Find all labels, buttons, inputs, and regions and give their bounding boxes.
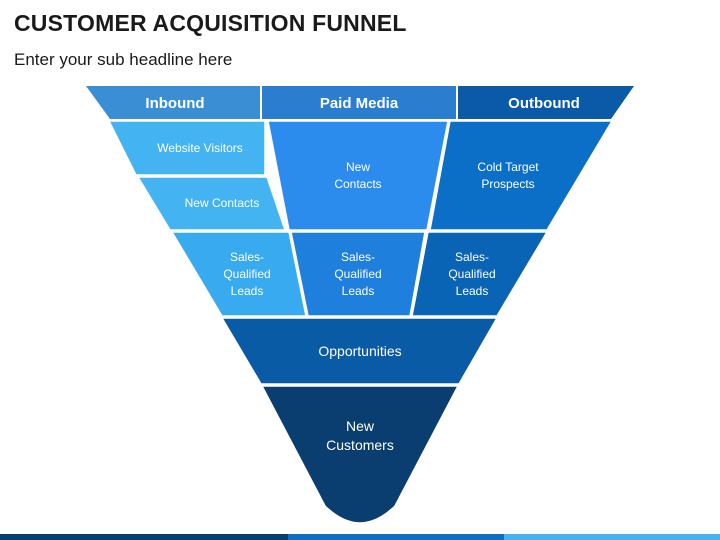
sql-paid-block <box>290 231 426 317</box>
opportunities-label: Opportunities <box>318 343 401 359</box>
sql-outbound-label-2: Qualified <box>448 267 495 281</box>
sql-inbound-label-1: Sales- <box>230 250 264 264</box>
sql-outbound-label-1: Sales- <box>455 250 489 264</box>
cold-target-block <box>429 120 614 231</box>
inbound-header <box>86 86 260 119</box>
sql-paid-label-3: Leads <box>342 284 375 298</box>
new-customers-label-1: New <box>346 418 375 434</box>
cold-target-label-2: Prospects <box>481 177 534 191</box>
cold-target-label-1: Cold Target <box>477 160 539 174</box>
new-customers-block <box>260 385 460 524</box>
sql-outbound-block <box>411 231 549 317</box>
sql-inbound-label-2: Qualified <box>223 267 270 281</box>
new-contacts-paid-block <box>267 120 449 231</box>
bottom-accent-bar <box>0 534 720 540</box>
new-contacts-paid-label-2: Contacts <box>334 177 381 191</box>
sql-paid-label-1: Sales- <box>341 250 375 264</box>
new-contacts-paid-label-1: New <box>346 160 370 174</box>
website-visitors-label: Website Visitors <box>157 141 243 155</box>
paid-media-header-label: Paid Media <box>320 95 399 112</box>
page-title: CUSTOMER ACQUISITION FUNNEL <box>14 10 407 36</box>
sql-inbound-block <box>170 231 307 317</box>
new-customers-label-2: Customers <box>326 437 394 453</box>
sql-outbound-label-3: Leads <box>456 284 489 298</box>
outbound-header-label: Outbound <box>508 95 580 112</box>
paid-media-header <box>262 86 456 119</box>
inbound-header-label: Inbound <box>145 95 204 112</box>
new-contacts-inbound-block <box>136 176 287 231</box>
opportunities-block <box>220 317 499 385</box>
sql-paid-label-2: Qualified <box>334 267 381 281</box>
website-visitors-block <box>107 120 266 176</box>
page-subtitle: Enter your sub headline here <box>14 50 233 69</box>
sql-inbound-label-3: Leads <box>231 284 264 298</box>
new-contacts-inbound-label: New Contacts <box>185 196 260 210</box>
outbound-header <box>458 86 634 119</box>
